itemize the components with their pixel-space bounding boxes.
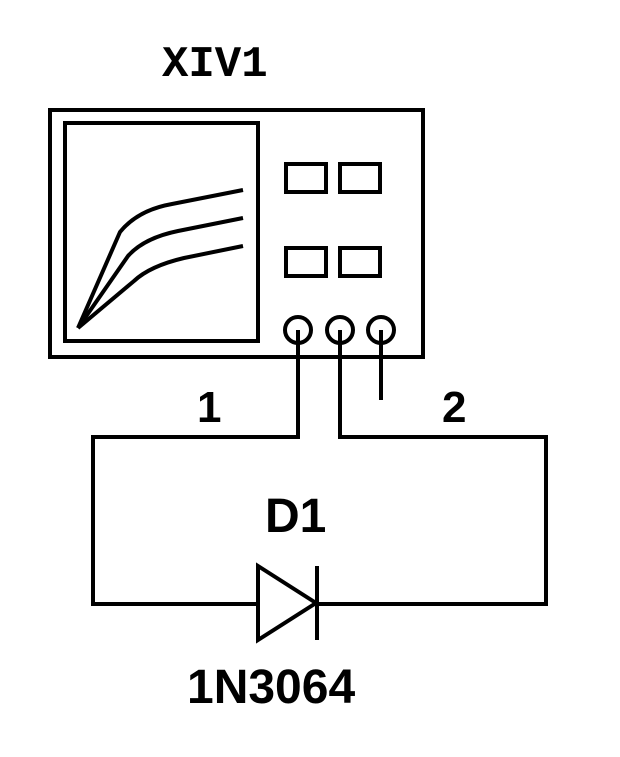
diode-reference-label: D1 [265, 490, 326, 543]
diode-symbol[interactable] [256, 562, 320, 644]
instrument-button-bottom-left[interactable] [284, 246, 328, 278]
instrument-button-bottom-right[interactable] [338, 246, 382, 278]
instrument-reference-label: XIV1 [162, 40, 268, 90]
wire-terminal-1 [91, 330, 300, 606]
iv-curves-icon [76, 188, 244, 330]
diode-anode-triangle [256, 562, 320, 644]
instrument-body [48, 108, 425, 359]
instrument-button-top-right[interactable] [338, 162, 382, 194]
circuit-wires [91, 330, 548, 606]
instrument-button-top-left[interactable] [284, 162, 328, 194]
instrument-display [63, 121, 260, 343]
terminal-2-label: 2 [442, 383, 466, 432]
wire-terminal-2 [317, 330, 548, 606]
iv-analyzer-instrument[interactable] [48, 108, 425, 359]
diode-model-label: 1N3064 [187, 661, 355, 714]
terminal-1-label: 1 [197, 383, 221, 432]
